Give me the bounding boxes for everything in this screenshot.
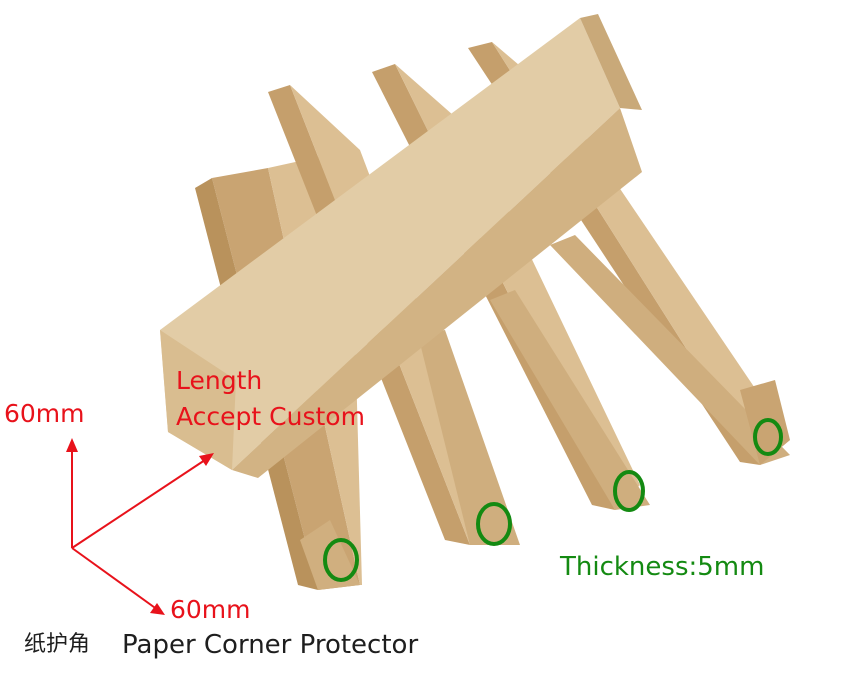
accept-custom-annotation: Accept Custom [176, 402, 365, 431]
thickness-circle-3 [613, 470, 645, 512]
height-dimension-label: 60mm [4, 399, 85, 428]
arrow-head-width [150, 603, 165, 615]
caption-chinese: 纸护角 [24, 632, 91, 657]
thickness-circle-1 [323, 538, 359, 582]
arrow-head-length [199, 453, 214, 466]
width-dimension-label: 60mm [170, 595, 251, 624]
dimension-arrows [71, 448, 209, 611]
corner-protector-top [160, 14, 642, 478]
length-annotation: Length [176, 366, 263, 395]
length-arrow [71, 457, 209, 549]
thickness-circle-4 [753, 418, 783, 456]
arrow-head-up [66, 438, 78, 452]
thickness-label: Thickness:5mm [560, 552, 765, 582]
thickness-markers [323, 418, 783, 582]
thickness-circle-2 [476, 502, 512, 546]
caption-english: Paper Corner Protector [122, 630, 419, 660]
width-arrow [71, 547, 159, 611]
